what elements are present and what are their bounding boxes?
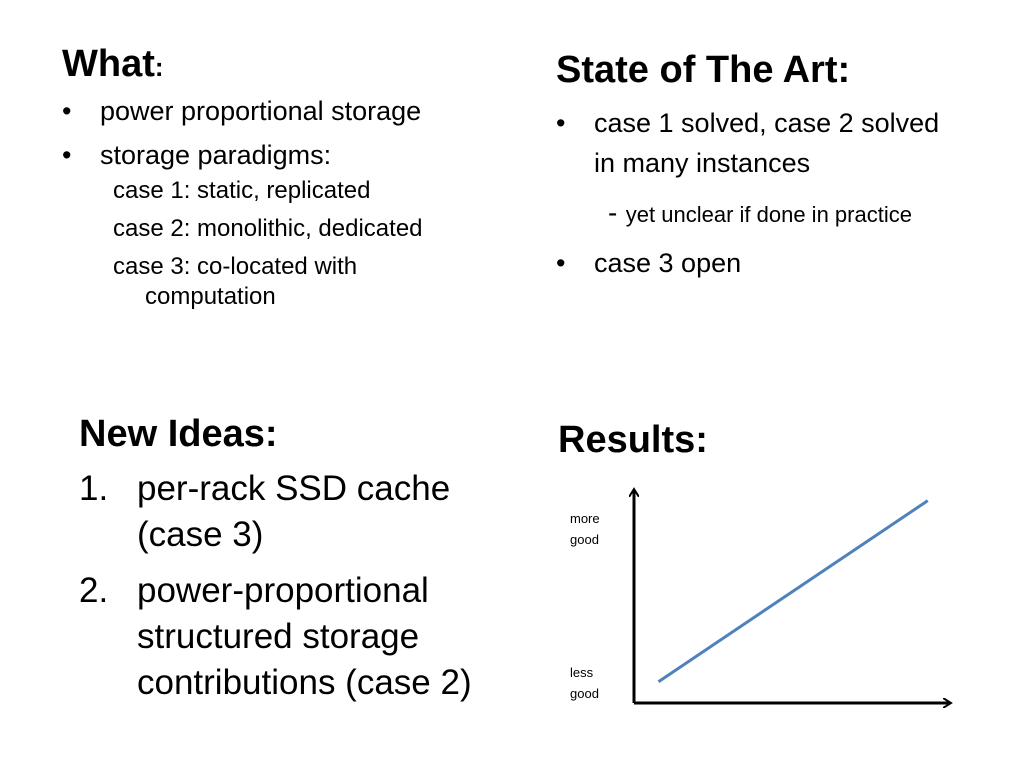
y-bottom-label-line-1: less (570, 665, 594, 680)
idea-2-line-3: contributions (case 2) (137, 663, 472, 702)
new-ideas-heading: New Ideas: (79, 413, 278, 455)
state-of-art-heading: State of The Art: (556, 49, 851, 91)
state-bullet-2-text: case 3 open (594, 248, 742, 278)
results-heading: Results: (558, 419, 708, 461)
series-line-0 (657, 499, 929, 683)
case-2-text: case 2: monolithic, dedicated (113, 215, 423, 242)
y-top-label: more good (570, 508, 600, 550)
y-top-label-line-2: good (570, 532, 599, 547)
what-title: What (62, 43, 155, 85)
idea-item-1: 1. per-rack SSD cache (case 3) (79, 466, 519, 558)
bullet-marker: • (556, 248, 566, 278)
state-bullet-1: • case 1 solved, case 2 solved in many i… (556, 106, 996, 178)
state-bullet-1-line-1: case 1 solved, case 2 solved (594, 108, 940, 138)
case-3-text: case 3: co-located with (113, 253, 358, 280)
case-1-text: case 1: static, replicated (113, 177, 371, 204)
bullet-marker: • (62, 96, 72, 126)
state-sub-item: - yet unclear if done in practice (608, 198, 912, 230)
idea-number: 1. (79, 469, 109, 508)
state-bullet-1-line-2: in many instances (594, 148, 811, 178)
y-top-label-line-1: more (570, 511, 600, 526)
dash-marker: - (608, 197, 618, 228)
idea-2-line-1: power-proportional (137, 571, 429, 610)
bullet-marker: • (62, 140, 72, 170)
y-bottom-label-line-2: good (570, 686, 599, 701)
what-colon: : (154, 52, 164, 82)
idea-2-line-2: structured storage (137, 617, 420, 656)
idea-number: 2. (79, 571, 109, 610)
what-heading: What: (62, 42, 164, 89)
state-bullet-2: • case 3 open (556, 246, 996, 280)
idea-1-line-1: per-rack SSD cache (137, 469, 451, 508)
what-bullet-text: power proportional storage (100, 96, 422, 126)
idea-item-2: 2. power-proportional structured storage… (79, 568, 519, 706)
bullet-marker: • (556, 108, 566, 138)
idea-1-line-2: (case 3) (137, 515, 264, 554)
series-layer (657, 499, 929, 683)
what-bullet-1: • power proportional storage (62, 94, 502, 128)
case-3-text-continued: computation (145, 283, 276, 310)
y-bottom-label: less good (570, 662, 599, 704)
what-bullet-2: • storage paradigms: (62, 138, 502, 172)
what-bullet-text: storage paradigms: (100, 140, 332, 170)
state-sub-text: yet unclear if done in practice (625, 202, 912, 227)
